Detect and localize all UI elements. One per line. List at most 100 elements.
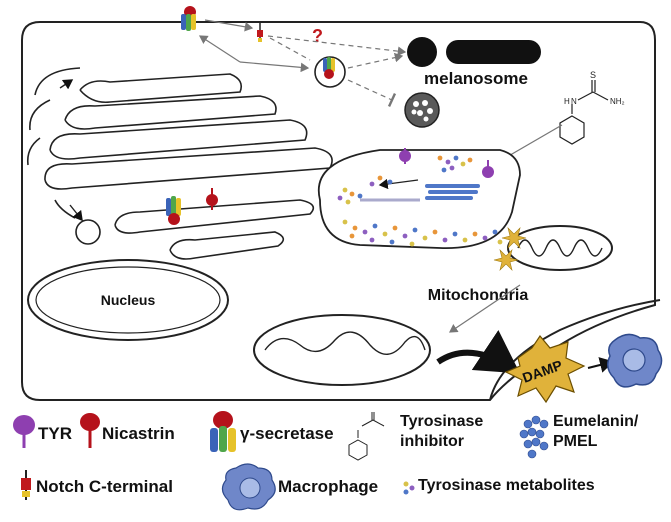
metabolite-dot xyxy=(342,187,348,193)
melanosome-black xyxy=(407,37,437,67)
legend-metabolites-label: Tyrosinase metabolites xyxy=(418,477,595,494)
er-arrow-top xyxy=(59,79,74,90)
metabolite-dot xyxy=(372,223,378,229)
legend-macrophage-label: Macrophage xyxy=(278,477,379,496)
damp-burst-small-1 xyxy=(501,227,527,249)
damp-burst xyxy=(504,334,586,404)
legend-inhibitor-molecule-icon xyxy=(348,412,385,461)
metabolite-dot xyxy=(349,233,355,239)
metabolite-dot xyxy=(369,181,375,187)
legend-tyrosinase-inhibitor-label-2: inhibitor xyxy=(400,433,464,450)
dashed-line-to-vesicle xyxy=(269,37,311,61)
eumelanin-stack xyxy=(425,184,480,200)
inhibit-arrow xyxy=(500,124,563,165)
endoplasmic-reticulum xyxy=(26,67,333,260)
metabolite-dot xyxy=(460,161,466,167)
metabolite-dot xyxy=(402,233,408,239)
melanosome-elongated xyxy=(446,40,541,64)
notch-c-terminal-top xyxy=(257,22,263,42)
metabolite-dot xyxy=(437,155,443,161)
melanosome-stage2 xyxy=(404,92,440,128)
legend-tyr-icon xyxy=(13,415,35,448)
metabolite-dot xyxy=(362,229,368,235)
gamma-secretase-top xyxy=(181,6,196,31)
metabolite-dot xyxy=(492,229,498,235)
mitochondrion-large xyxy=(253,314,431,386)
legend-eumelanin-icon xyxy=(519,415,549,459)
legend-macrophage-icon xyxy=(221,463,276,511)
legend-gamma-secretase-label: γ-secretase xyxy=(240,424,334,443)
tyrosinase-metabolite-dots xyxy=(337,155,503,247)
nucleus xyxy=(27,259,229,341)
dashed-arrow-to-melanosome xyxy=(267,35,407,56)
metabolite-dot xyxy=(445,159,451,165)
legend-eumelanin-label-2: PMEL xyxy=(553,433,598,450)
legend-metabolite-dots-icon xyxy=(403,481,415,495)
metabolite-dot xyxy=(452,231,458,237)
metabolite-dot xyxy=(453,155,459,161)
gamma-secretase-in-vesicle xyxy=(323,57,335,79)
metabolite-dot xyxy=(449,165,455,171)
mitochondria-label: Mitochondria xyxy=(428,287,529,304)
metabolite-dot xyxy=(337,195,343,201)
melanosome-label: melanosome xyxy=(424,69,528,88)
arrow-golgi-to-gs xyxy=(198,35,241,63)
arrow-gs-to-notch xyxy=(204,19,254,32)
arrow-to-mitochondrion xyxy=(449,284,521,333)
arrow-in-compartment xyxy=(378,178,419,190)
legend-notch-icon xyxy=(21,470,31,500)
metabolite-dot xyxy=(342,219,348,225)
mitochondrion-damaged xyxy=(507,225,613,271)
metabolite-dot xyxy=(412,227,418,233)
dashed-arrow-vesicle-melanosome xyxy=(347,52,404,69)
metabolite-dot xyxy=(432,229,438,235)
legend-nicastrin-icon xyxy=(80,413,100,448)
metabolite-dot xyxy=(482,235,488,241)
atom-nh-n: H xyxy=(564,97,570,106)
metabolite-dot xyxy=(497,239,503,245)
atom-nh2: NH₂ xyxy=(610,97,625,106)
tyr-in-compartment-1 xyxy=(399,148,411,164)
tyrosinase-inhibitor-molecule xyxy=(559,80,609,145)
cell-membrane xyxy=(21,21,656,401)
metabolite-dot xyxy=(357,193,363,199)
tyr-in-compartment-2 xyxy=(482,160,494,178)
metabolite-dot xyxy=(352,225,358,231)
legend-tyrosinase-inhibitor-label-1: Tyrosinase xyxy=(400,413,484,430)
metabolite-dot xyxy=(387,179,393,185)
metabolite-dot xyxy=(409,241,415,247)
metabolite-dot xyxy=(462,237,468,243)
metabolite-dot xyxy=(345,199,351,205)
metabolite-dot xyxy=(382,231,388,237)
release-arrow xyxy=(436,330,520,374)
gamma-secretase-on-er xyxy=(166,196,181,225)
legend-nicastrin-label: Nicastrin xyxy=(102,424,175,443)
nucleus-label: Nucleus xyxy=(101,292,156,308)
legend-tyr-label: TYR xyxy=(38,424,72,443)
er-vesicle xyxy=(75,219,101,245)
legend-eumelanin-label-1: Eumelanin/ xyxy=(553,413,639,430)
metabolite-dot xyxy=(369,237,375,243)
metabolite-dot xyxy=(422,235,428,241)
damp-burst-small-2 xyxy=(493,249,519,271)
macrophage-cell-boundary xyxy=(489,299,661,401)
legend-gamma-secretase-icon xyxy=(210,411,236,452)
metabolite-dot xyxy=(467,157,473,163)
metabolite-dot xyxy=(349,191,355,197)
metabolite-dot xyxy=(442,237,448,243)
atom-nh: N xyxy=(571,97,577,106)
arrow-golgi-to-vesicle xyxy=(239,61,310,73)
question-mark: ? xyxy=(312,26,323,46)
macrophage-cell xyxy=(607,333,663,388)
inhibit-line-to-melanosome2 xyxy=(347,79,397,108)
metabolite-dot xyxy=(441,167,447,173)
metabolite-dot xyxy=(392,225,398,231)
legend-notch-label: Notch C-terminal xyxy=(36,477,173,496)
metabolite-dot xyxy=(389,239,395,245)
metabolite-dot xyxy=(377,175,383,181)
nicastrin-on-er xyxy=(206,188,218,210)
atom-s: S xyxy=(590,70,596,80)
metabolite-dot xyxy=(472,231,478,237)
er-arrow xyxy=(69,204,83,222)
